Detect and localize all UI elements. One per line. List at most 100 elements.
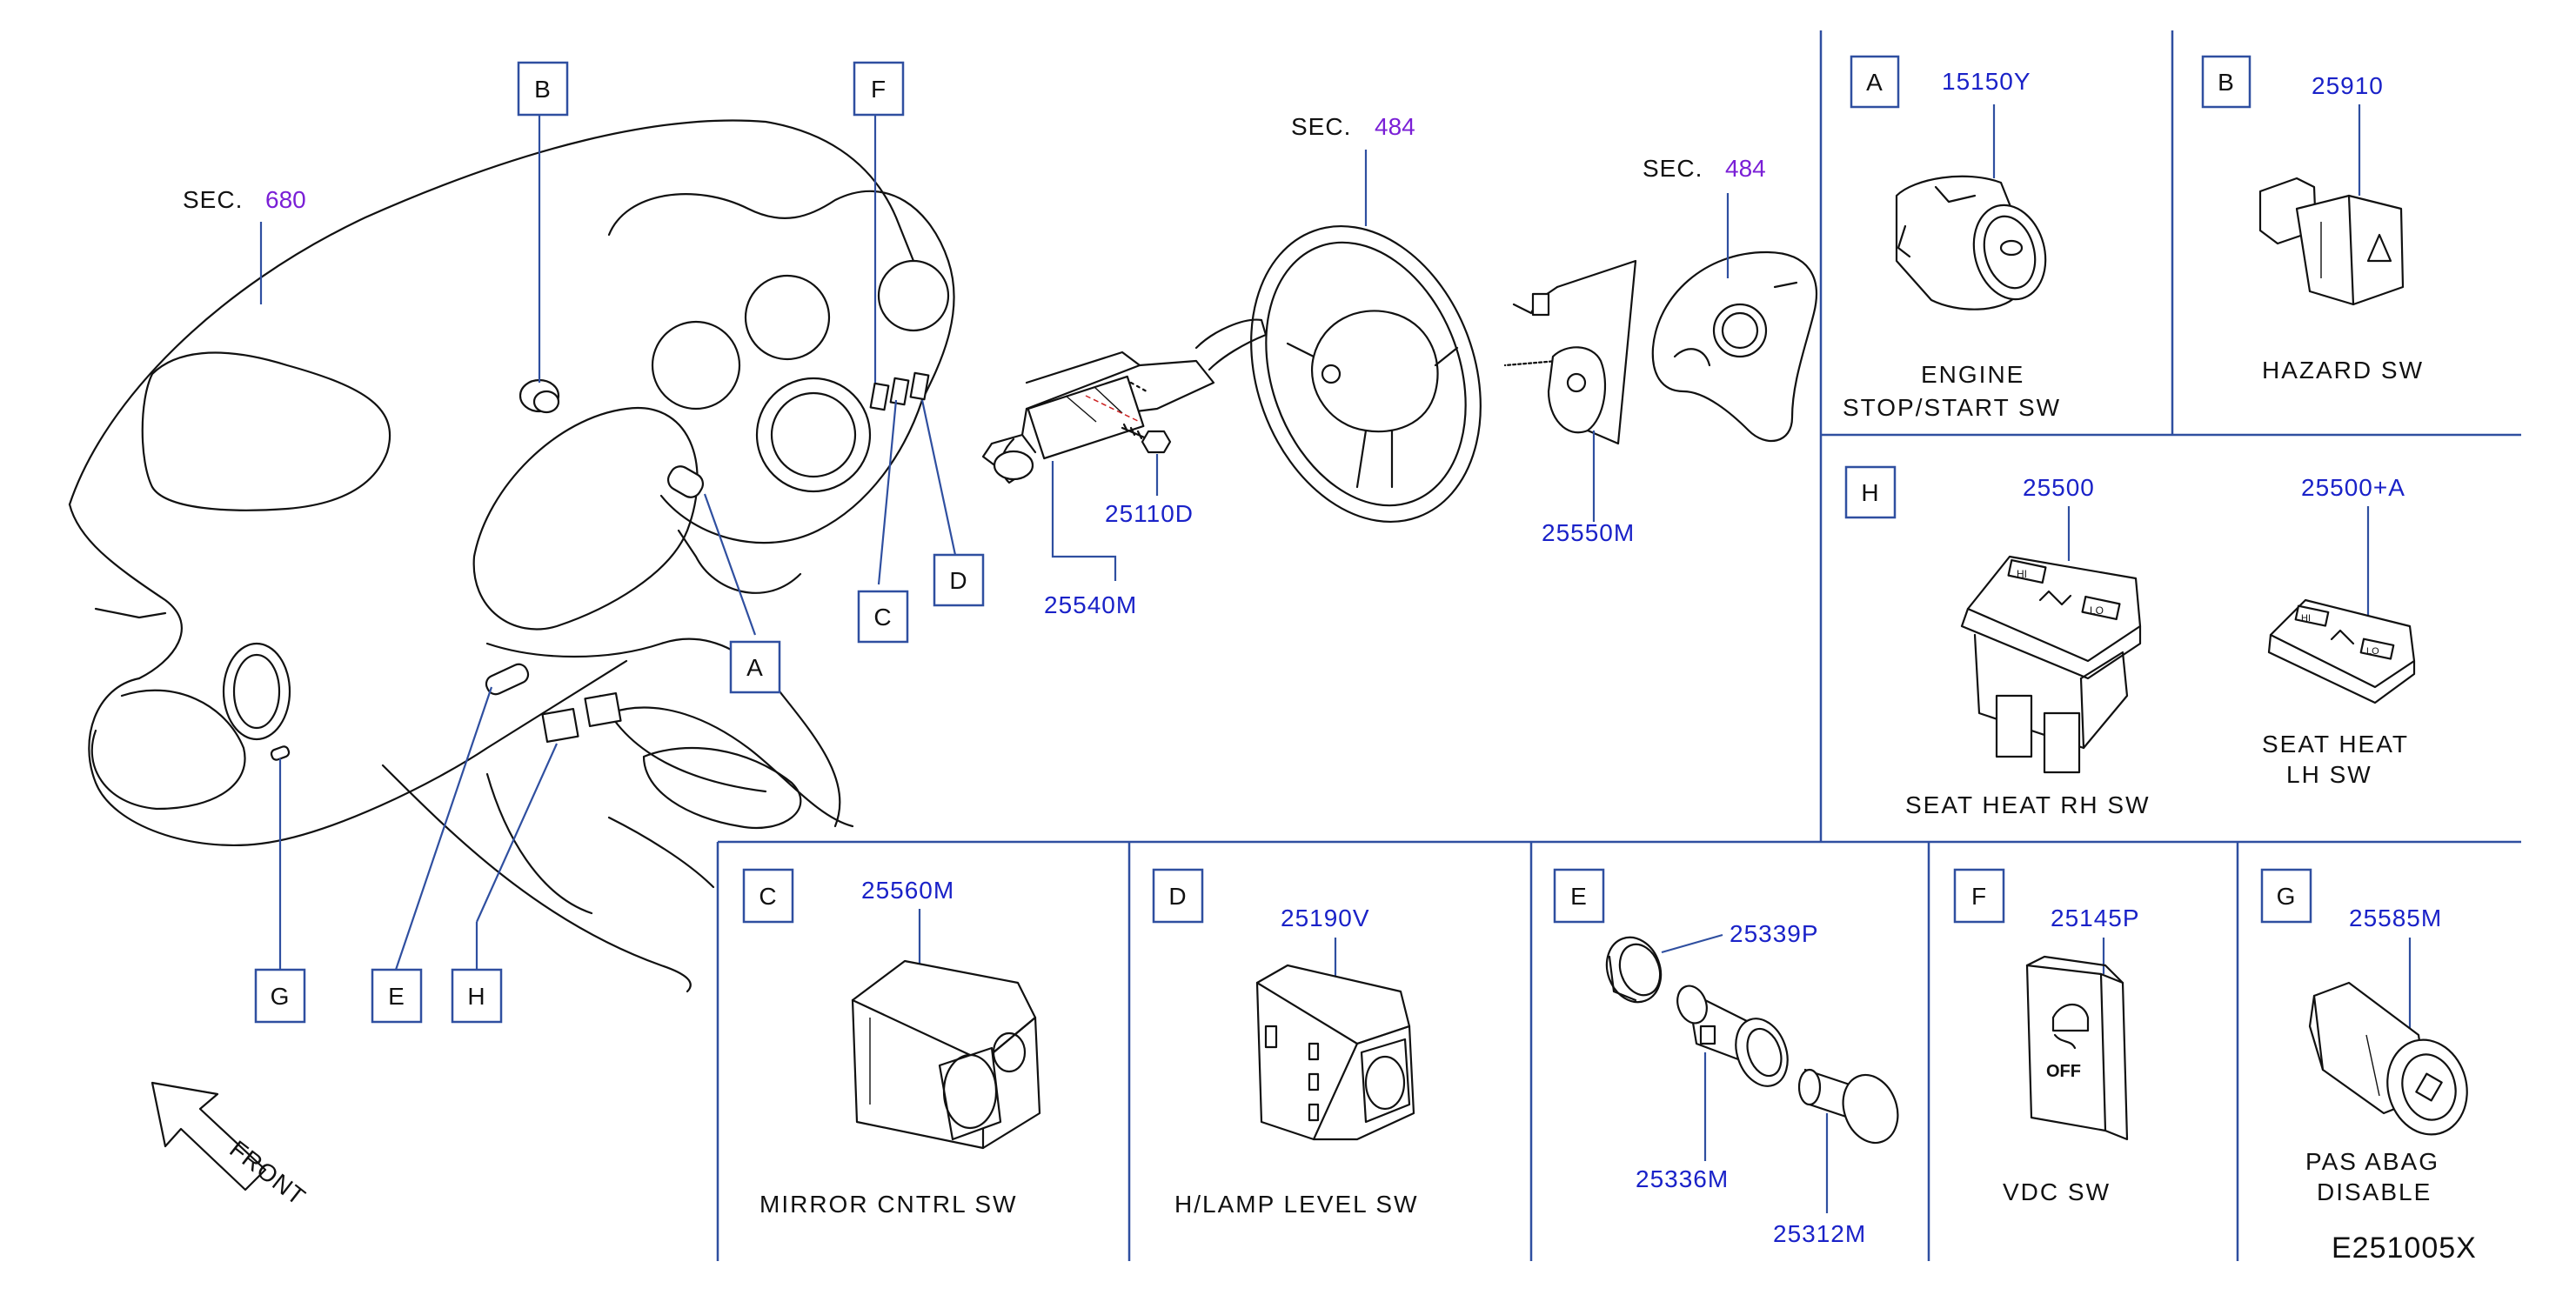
front-arrow-icon bbox=[151, 1081, 267, 1192]
combination-switch-illustration bbox=[981, 318, 1268, 484]
part-number-pas-abag[interactable]: 25585M bbox=[2349, 904, 2442, 931]
sec-number-airbag[interactable]: 484 bbox=[1725, 155, 1766, 182]
svg-text:D: D bbox=[1168, 883, 1187, 910]
svg-text:LO: LO bbox=[2366, 646, 2379, 657]
sec-number-steering[interactable]: 484 bbox=[1375, 113, 1415, 140]
hazard-switch-illustration bbox=[2258, 177, 2405, 306]
svg-text:B: B bbox=[534, 76, 552, 103]
seat-heat-rh-switch-illustration: HI LO bbox=[1960, 555, 2142, 774]
caption-pas-1: PAS ABAG bbox=[2305, 1148, 2439, 1175]
caption-seat-lh-2: LH SW bbox=[2286, 761, 2372, 788]
svg-text:D: D bbox=[949, 567, 967, 594]
callout-a-dash[interactable]: A bbox=[729, 640, 781, 694]
caption-hazard: HAZARD SW bbox=[2262, 357, 2424, 384]
callout-h-panel[interactable]: H bbox=[1844, 465, 1897, 519]
part-number-socket[interactable]: 25336M bbox=[1636, 1165, 1729, 1192]
panel-h: H 25500 HI LO SEAT HEAT RH SW 25500+A HI bbox=[1844, 465, 2416, 818]
caption-vdc: VDC SW bbox=[2003, 1178, 2111, 1205]
svg-text:A: A bbox=[1866, 69, 1883, 96]
vdc-switch-illustration: OFF bbox=[2025, 955, 2129, 1141]
callout-e-panel[interactable]: E bbox=[1553, 868, 1605, 924]
part-number-socket-plug[interactable]: 25312M bbox=[1773, 1220, 1866, 1247]
svg-text:A: A bbox=[746, 654, 764, 681]
svg-text:G: G bbox=[2277, 883, 2297, 910]
mirror-switch-illustration bbox=[851, 959, 1041, 1150]
caption-pas-2: DISABLE bbox=[2317, 1178, 2432, 1205]
caption-mirror: MIRROR CNTRL SW bbox=[759, 1191, 1018, 1218]
part-number-engine-start[interactable]: 15150Y bbox=[1942, 68, 2031, 95]
socket-ring-illustration bbox=[1605, 936, 1663, 1004]
callout-d-dash[interactable]: D bbox=[933, 553, 985, 607]
engine-start-button-illustration bbox=[1895, 175, 2047, 310]
callout-a-panel[interactable]: A bbox=[1850, 55, 1900, 109]
part-number-seat-heat-lh[interactable]: 25500+A bbox=[2301, 474, 2405, 501]
part-number-socket-ring[interactable]: 25339P bbox=[1730, 920, 1819, 947]
panel-a: A 15150Y ENGINE STOP/START SW bbox=[1843, 55, 2061, 421]
svg-text:LO: LO bbox=[2090, 604, 2104, 617]
steering-wheel-illustration bbox=[1250, 224, 1482, 524]
svg-text:B: B bbox=[2218, 69, 2235, 96]
dashboard-illustration bbox=[68, 119, 955, 993]
part-number-combination-switch[interactable]: 25540M bbox=[1044, 591, 1137, 618]
airbag-module-illustration bbox=[1651, 250, 1817, 443]
panel-d: D 25190V H/LAMP LEVEL SW bbox=[1152, 868, 1419, 1218]
callout-e-dash[interactable]: E bbox=[371, 968, 423, 1024]
sec-label: SEC. bbox=[1291, 113, 1351, 140]
callout-b-panel[interactable]: B bbox=[2201, 55, 2251, 109]
part-number-vdc[interactable]: 25145P bbox=[2051, 904, 2140, 931]
headlamp-level-switch-illustration bbox=[1255, 964, 1415, 1141]
svg-text:E: E bbox=[1570, 883, 1588, 910]
panel-e: E 25339P 25336M 25312M bbox=[1553, 868, 1899, 1247]
panel-b: B 25910 HAZARD SW bbox=[2201, 55, 2424, 384]
svg-text:G: G bbox=[271, 983, 291, 1010]
front-label: FRONT bbox=[224, 1135, 311, 1211]
caption-engine-2: STOP/START SW bbox=[1843, 394, 2061, 421]
panel-f: F 25145P OFF VDC SW bbox=[1953, 868, 2140, 1205]
svg-text:C: C bbox=[759, 883, 777, 910]
callout-g-panel[interactable]: G bbox=[2260, 868, 2312, 924]
svg-text:C: C bbox=[873, 604, 892, 631]
callout-c-dash[interactable]: C bbox=[857, 590, 909, 644]
callout-c-panel[interactable]: C bbox=[742, 868, 794, 924]
leader-combination-switch bbox=[1051, 461, 1117, 581]
svg-text:H: H bbox=[467, 983, 485, 1010]
part-number-seat-heat-rh[interactable]: 25500 bbox=[2023, 474, 2095, 501]
dashboard-leader-lines bbox=[259, 115, 957, 971]
diagram-code: E251005X bbox=[2332, 1232, 2477, 1265]
callout-f-panel[interactable]: F bbox=[1953, 868, 2005, 924]
screw-icon bbox=[1085, 395, 1172, 454]
caption-engine-1: ENGINE bbox=[1921, 361, 2024, 388]
pas-abag-switch-illustration bbox=[2308, 981, 2468, 1136]
svg-text:H: H bbox=[1861, 479, 1879, 506]
part-number-headlamp[interactable]: 25190V bbox=[1281, 904, 1370, 931]
sec-label: SEC. bbox=[183, 186, 243, 213]
callout-d-panel[interactable]: D bbox=[1152, 868, 1204, 924]
part-number-screw[interactable]: 25110D bbox=[1105, 500, 1194, 527]
sec-label: SEC. bbox=[1643, 155, 1703, 182]
panel-grid bbox=[716, 30, 2521, 1261]
panel-g: G 25585M PAS ABAG DISABLE bbox=[2260, 868, 2468, 1205]
panel-c: C 25560M MIRROR CNTRL SW bbox=[742, 868, 1041, 1218]
caption-headlamp: H/LAMP LEVEL SW bbox=[1174, 1191, 1419, 1218]
socket-plug-illustration bbox=[1797, 1068, 1899, 1145]
part-number-mirror[interactable]: 25560M bbox=[861, 877, 954, 904]
power-socket-illustration bbox=[1676, 985, 1789, 1087]
callout-f-top[interactable]: F bbox=[853, 61, 905, 117]
svg-text:F: F bbox=[1971, 883, 1987, 910]
svg-text:F: F bbox=[871, 76, 887, 103]
sec-number-dash[interactable]: 680 bbox=[265, 186, 306, 213]
seat-heat-lh-switch-illustration: HI LO bbox=[2267, 598, 2416, 704]
part-number-hazard[interactable]: 25910 bbox=[2312, 72, 2384, 99]
callout-b-top[interactable]: B bbox=[517, 61, 569, 117]
part-number-spiral-cable[interactable]: 25550M bbox=[1542, 519, 1635, 546]
svg-text:HI: HI bbox=[2017, 568, 2027, 580]
callout-h-dash[interactable]: H bbox=[451, 968, 503, 1024]
spiral-cable-illustration bbox=[1503, 259, 1637, 445]
svg-text:E: E bbox=[388, 983, 405, 1010]
vdc-off-icon: OFF bbox=[2046, 1062, 2081, 1081]
caption-seat-rh: SEAT HEAT RH SW bbox=[1905, 791, 2151, 818]
callout-g-dash[interactable]: G bbox=[254, 968, 306, 1024]
caption-seat-lh-1: SEAT HEAT bbox=[2262, 731, 2409, 758]
